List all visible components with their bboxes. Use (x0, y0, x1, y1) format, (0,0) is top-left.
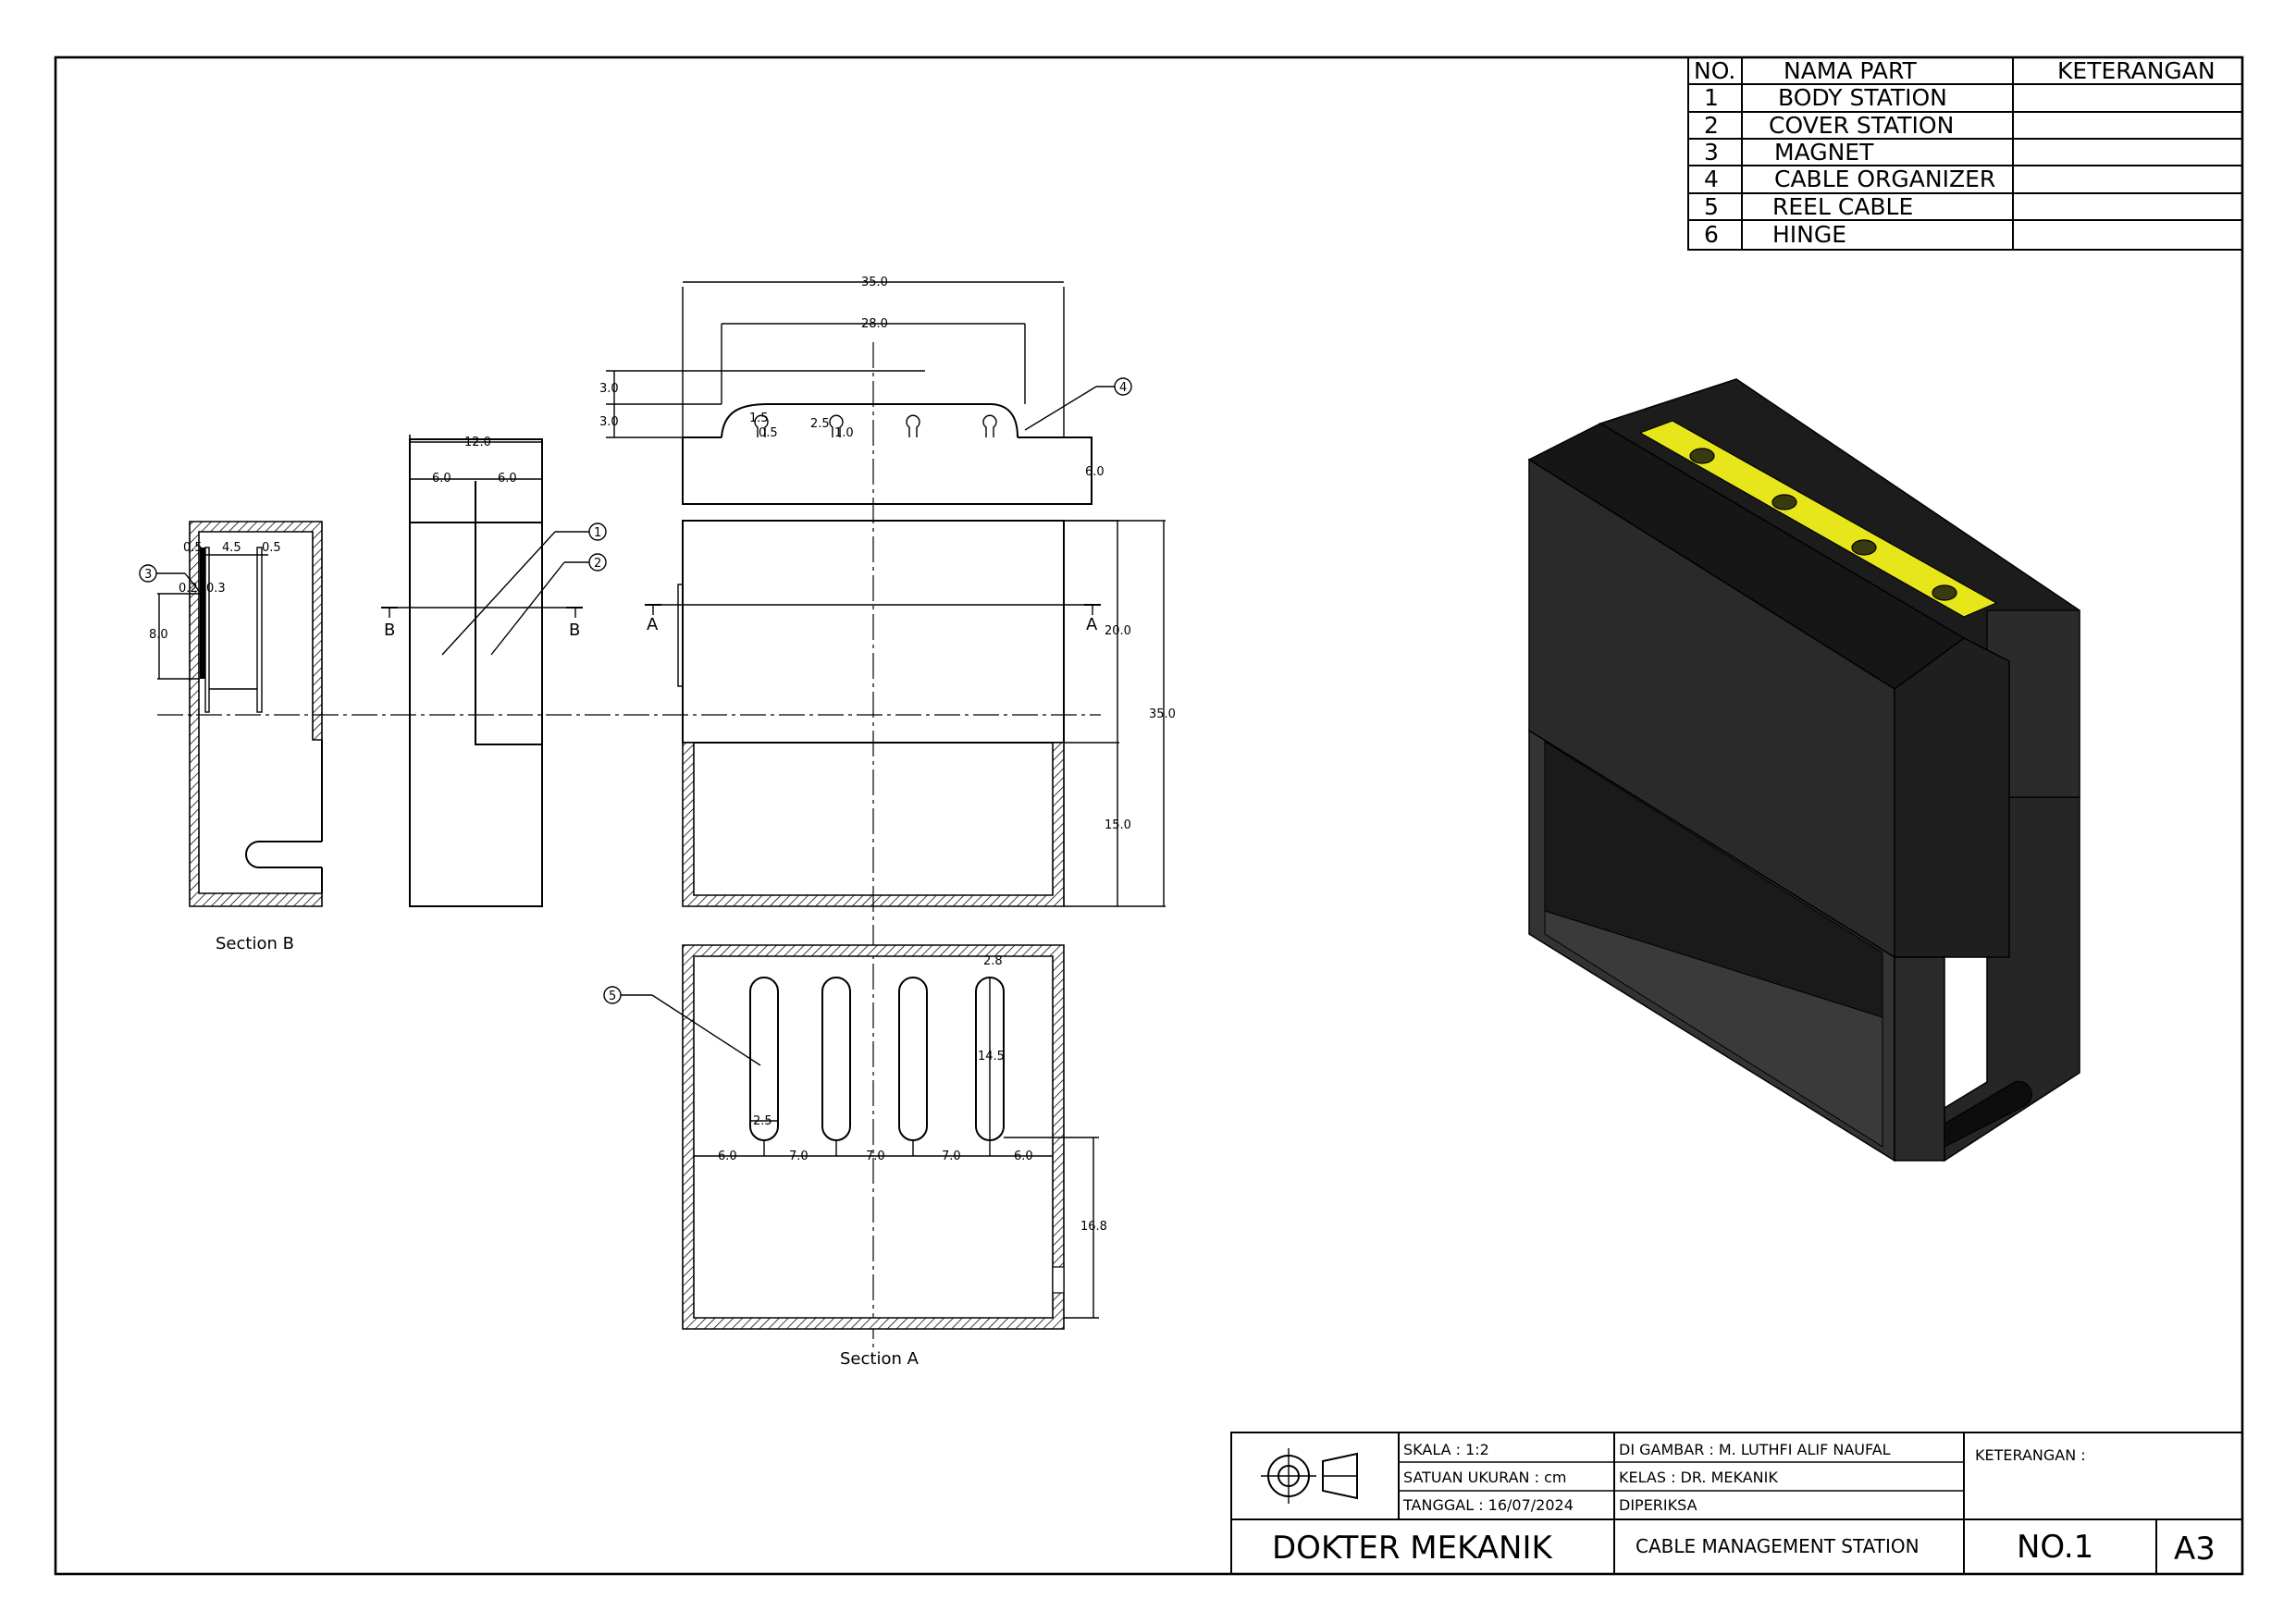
dim-top-d1: 1.5 (749, 412, 769, 425)
tb-title: CABLE MANAGEMENT STATION (1636, 1535, 1920, 1557)
section-a-label: Section A (840, 1349, 920, 1369)
dim-seca-s2: 7.0 (789, 1150, 809, 1163)
dim-top-overall: 35.0 (861, 276, 888, 289)
balloon-4: 4 (1119, 381, 1127, 395)
tb-skala: SKALA : 1:2 (1403, 1441, 1489, 1458)
dim-secb-d: 0.2 (179, 582, 198, 596)
bom-table: NO. NAMA PART KETERANGAN 1 BODY STATION … (1687, 56, 2243, 251)
tb-company: DOKTER MEKANIK (1272, 1530, 1554, 1567)
dim-top-h2: 3.0 (599, 415, 619, 429)
dim-secb-h: 8.0 (149, 628, 168, 642)
dim-seca-s4: 7.0 (942, 1150, 961, 1163)
dim-seca-top: 2.8 (983, 954, 1003, 968)
dim-secb-b: 4.5 (222, 541, 241, 555)
bom-header-note: KETERANGAN (2057, 57, 2216, 84)
section-a-view: 6.0 7.0 7.0 7.0 6.0 2.5 14.5 2.8 16.8 5 … (603, 944, 1107, 1369)
bom-row-name: HINGE (1772, 221, 1846, 248)
dim-top-side: 6.0 (1085, 465, 1105, 479)
section-b-label: Section B (216, 934, 294, 953)
dim-side-left: 6.0 (432, 472, 451, 486)
title-block: SKALA : 1:2 SATUAN UKURAN : cm TANGGAL :… (1230, 1432, 2243, 1575)
dim-seca-s1: 6.0 (718, 1150, 737, 1163)
bom-row-no: 5 (1704, 193, 1719, 220)
dim-top-d2: 0.5 (759, 426, 778, 440)
balloon-2: 2 (594, 557, 601, 571)
bom-row-no: 3 (1704, 139, 1719, 166)
bom-header-name: NAMA PART (1784, 57, 1918, 84)
bom-row-no: 4 (1704, 166, 1719, 192)
isometric-render (1413, 365, 2188, 1281)
cut-label-b-left: B (384, 621, 395, 640)
bom-row-name: CABLE ORGANIZER (1774, 166, 1995, 192)
bom-row-no: 1 (1704, 84, 1719, 111)
bom-row-name: COVER STATION (1769, 112, 1954, 139)
dim-seca-length: 14.5 (978, 1050, 1005, 1064)
bom-header-no: NO. (1694, 57, 1735, 84)
dim-secb-c: 0.5 (262, 541, 281, 555)
dim-front-lower: 15.0 (1105, 818, 1131, 832)
section-b-view: 0.5 4.5 0.5 0.2 0.3 8.0 3 Section B (139, 521, 323, 953)
tb-diperiksa: DIPERIKSA (1619, 1496, 1697, 1514)
dim-secb-a: 0.5 (183, 541, 203, 555)
cut-label-a-left: A (647, 615, 659, 634)
cut-label-a-right: A (1086, 615, 1098, 634)
tb-satuan: SATUAN UKURAN : cm (1403, 1469, 1566, 1486)
tb-number: NO.1 (2017, 1529, 2093, 1566)
drawing-frame (54, 55, 2244, 1576)
tb-digambar: DI GAMBAR : M. LUTHFI ALIF NAUFAL (1619, 1441, 1891, 1458)
tb-kelas: KELAS : DR. MEKANIK (1619, 1469, 1778, 1486)
dim-top-h1: 3.0 (599, 382, 619, 396)
dim-front-upper: 20.0 (1105, 624, 1131, 638)
cut-label-b-right: B (569, 621, 580, 640)
bom-row-name: REEL CABLE (1772, 193, 1913, 220)
dim-seca-s5: 6.0 (1014, 1150, 1033, 1163)
dim-seca-right: 16.8 (1080, 1220, 1107, 1234)
balloon-3: 3 (144, 568, 152, 582)
dim-top-d3: 2.5 (810, 417, 830, 431)
dim-seca-width: 2.5 (753, 1114, 772, 1128)
bom-row-name: MAGNET (1774, 139, 1874, 166)
side-view: 12.0 6.0 6.0 B B 1 2 (381, 435, 607, 907)
bom-row-no: 6 (1704, 221, 1719, 248)
bom-row-no: 2 (1704, 112, 1719, 139)
dim-secb-e: 0.3 (206, 582, 226, 596)
projection-symbol-icon (1261, 1448, 1358, 1504)
tb-keterangan: KETERANGAN : (1975, 1446, 2086, 1464)
balloon-5: 5 (609, 990, 616, 1003)
dim-front-total: 35.0 (1149, 707, 1176, 721)
top-view: 35.0 28.0 3.0 3.0 1.5 0.5 2.5 1.0 6.0 4 (599, 276, 1132, 505)
dim-seca-s3: 7.0 (866, 1150, 885, 1163)
dim-side-overall: 12.0 (464, 436, 491, 449)
tb-size: A3 (2174, 1531, 2216, 1568)
dim-top-d4: 1.0 (834, 426, 854, 440)
dim-side-right: 6.0 (498, 472, 517, 486)
front-view: A A 20.0 35.0 15.0 (645, 520, 1176, 907)
bom-row-name: BODY STATION (1778, 84, 1947, 111)
tb-tanggal: TANGGAL : 16/07/2024 (1402, 1496, 1574, 1514)
balloon-1: 1 (594, 526, 601, 540)
dim-top-inner: 28.0 (861, 317, 888, 331)
